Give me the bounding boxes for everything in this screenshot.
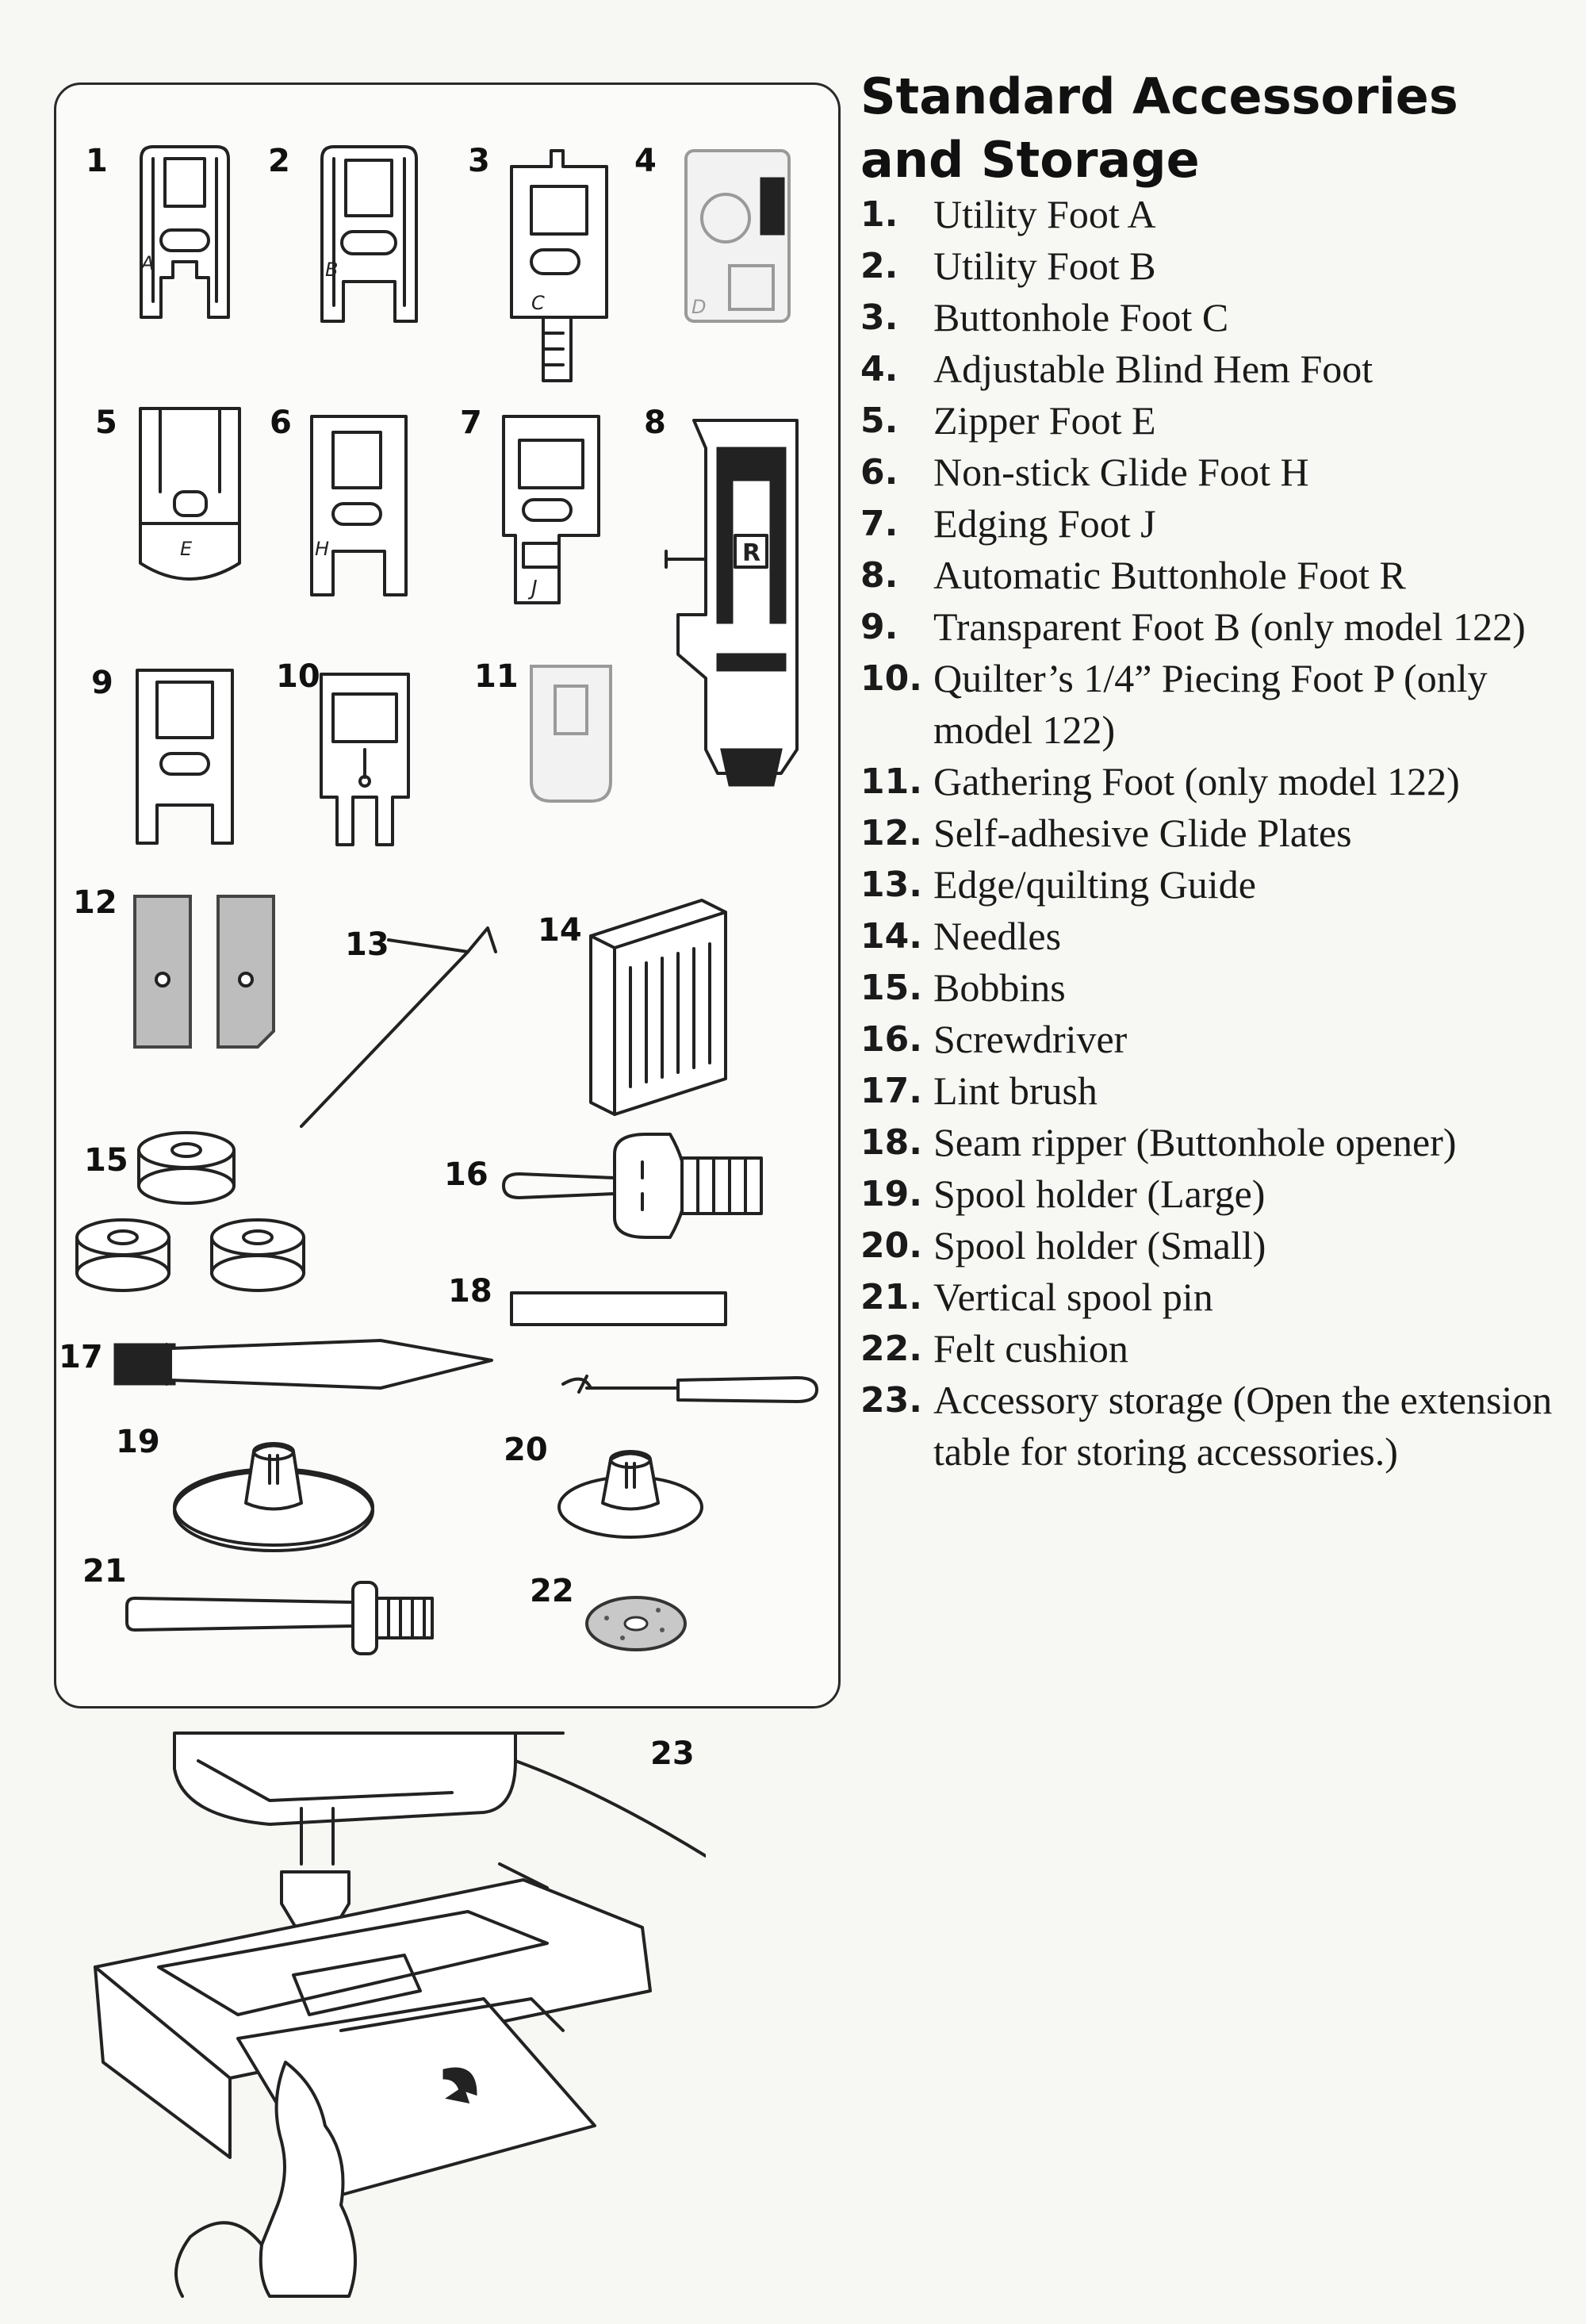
transparent-foot-b-illustration — [133, 662, 236, 846]
list-item: 1.Utility Foot A — [860, 192, 1156, 236]
label-22: 22 — [530, 1573, 574, 1609]
list-item: 19.Spool holder (Large) — [860, 1172, 1266, 1216]
label-10: 10 — [276, 658, 320, 695]
list-item: 7.Edging Foot J — [860, 501, 1156, 546]
label-11: 11 — [474, 658, 519, 695]
list-item: 3.Buttonhole Foot C — [860, 295, 1229, 339]
list-item: 9.Transparent Foot B (only model 122) — [860, 604, 1526, 649]
bobbins-illustration — [75, 1103, 313, 1301]
label-21: 21 — [82, 1553, 127, 1590]
utility-foot-b-illustration: B — [316, 143, 423, 325]
label-23: 23 — [650, 1735, 695, 1772]
list-item: 2.Utility Foot B — [860, 244, 1156, 288]
blind-hem-foot-illustration: D — [682, 147, 793, 325]
zipper-foot-e-illustration: E — [136, 405, 243, 587]
list-item: 21.Vertical spool pin — [860, 1275, 1213, 1319]
label-15: 15 — [84, 1142, 128, 1179]
list-item: 18.Seam ripper (Buttonhole opener) — [860, 1120, 1457, 1164]
list-item: 10.Quilter’s 1/4” Piecing Foot P (only m… — [860, 656, 1488, 752]
label-12: 12 — [73, 884, 117, 921]
list-item: 13.Edge/quilting Guide — [860, 862, 1256, 907]
list-item: 15.Bobbins — [860, 965, 1066, 1010]
vertical-spool-pin-illustration — [123, 1578, 436, 1658]
quilters-piecing-foot-p-illustration — [313, 662, 416, 849]
list-item: 17.Lint brush — [860, 1068, 1098, 1113]
glide-foot-h-illustration: H — [305, 408, 412, 599]
page-title: Standard Accessories and Storage — [860, 67, 1458, 189]
label-4: 4 — [634, 143, 657, 179]
label-18: 18 — [448, 1273, 492, 1310]
list-item: 6.Non-stick Glide Foot H — [860, 450, 1309, 494]
utility-foot-a-illustration: A — [133, 143, 236, 325]
automatic-buttonhole-foot-r-illustration: R — [662, 416, 809, 789]
label-16: 16 — [444, 1156, 488, 1193]
list-item: 4.Adjustable Blind Hem Foot — [860, 347, 1373, 391]
glide-plates-illustration — [131, 892, 282, 1051]
list-item: 8.Automatic Buttonhole Foot R — [860, 553, 1406, 597]
list-item: 14.Needles — [860, 914, 1062, 958]
list-item: 22.Felt cushion — [860, 1326, 1128, 1371]
svg-text:B: B — [325, 259, 338, 281]
svg-text:H: H — [315, 538, 329, 560]
screwdriver-illustration — [496, 1130, 769, 1241]
spool-holder-small-illustration — [555, 1440, 706, 1543]
buttonhole-foot-c-illustration: C — [508, 147, 611, 385]
felt-cushion-illustration — [583, 1594, 690, 1654]
gathering-foot-illustration — [519, 662, 623, 805]
label-19: 19 — [116, 1424, 160, 1460]
label-3: 3 — [468, 143, 490, 179]
svg-text:R: R — [742, 539, 760, 567]
label-7: 7 — [460, 405, 482, 441]
label-2: 2 — [268, 143, 290, 179]
svg-text:C: C — [531, 292, 545, 314]
label-14: 14 — [538, 912, 582, 949]
label-5: 5 — [95, 405, 117, 441]
label-6: 6 — [270, 405, 292, 441]
seam-ripper-illustration — [559, 1368, 821, 1412]
svg-text:E: E — [180, 538, 193, 560]
lint-brush-illustration — [111, 1336, 500, 1392]
list-item: 23.Accessory storage (Open the extension… — [860, 1378, 1553, 1474]
spool-holder-large-illustration — [170, 1428, 377, 1555]
label-1: 1 — [86, 143, 108, 179]
label-8: 8 — [644, 405, 666, 441]
label-9: 9 — [91, 665, 113, 701]
label-13: 13 — [345, 926, 389, 963]
list-item: 11.Gathering Foot (only model 122) — [860, 759, 1460, 803]
svg-text:A: A — [140, 252, 154, 274]
list-item: 12.Self-adhesive Glide Plates — [860, 811, 1352, 855]
label-20: 20 — [504, 1432, 548, 1468]
list-item: 16.Screwdriver — [860, 1017, 1128, 1061]
needles-case-illustration — [583, 896, 730, 1118]
quilting-guide-illustration — [293, 920, 500, 1134]
accessory-storage-illustration — [87, 1729, 707, 2300]
label-17: 17 — [59, 1339, 103, 1375]
list-item: 5.Zipper Foot E — [860, 398, 1156, 443]
svg-text:D: D — [691, 296, 706, 318]
accessory-list: 1.Utility Foot A 2.Utility Foot B 3.Butt… — [860, 189, 1574, 1478]
edging-foot-j-illustration: J — [500, 408, 603, 607]
list-item: 20.Spool holder (Small) — [860, 1223, 1266, 1267]
seam-ripper-cap-illustration — [508, 1289, 730, 1329]
